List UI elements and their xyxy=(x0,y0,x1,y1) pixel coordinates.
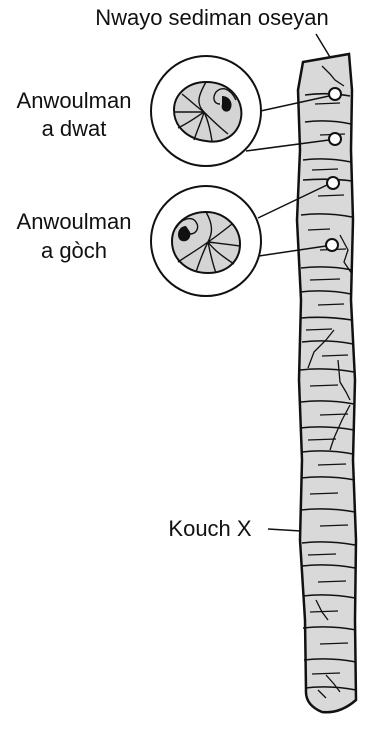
sample-point-4 xyxy=(326,239,338,251)
left-coiled-label-line1: Anwoulman xyxy=(17,88,132,113)
right-coiled-magnifier xyxy=(151,186,261,296)
sample-point-1 xyxy=(329,88,341,100)
sample-point-2 xyxy=(329,133,341,145)
left-coiled-foraminifera-icon xyxy=(174,82,241,142)
left-coiled-magnifier xyxy=(151,56,261,166)
core-title-label: Nwayo sediman oseyan xyxy=(95,5,329,30)
right-coiled-label-line1: Anwoulman xyxy=(17,209,132,234)
layer-x-leader xyxy=(268,529,301,531)
right-coiled-label-line2: a gòch xyxy=(41,238,107,263)
sample-point-3 xyxy=(327,177,339,189)
sediment-core xyxy=(297,54,356,712)
layer-x-label: Kouch X xyxy=(168,516,251,541)
right-coiled-foraminifera-icon xyxy=(172,212,240,273)
core-body xyxy=(297,54,356,712)
left-coiled-label-line2: a dwat xyxy=(42,116,107,141)
